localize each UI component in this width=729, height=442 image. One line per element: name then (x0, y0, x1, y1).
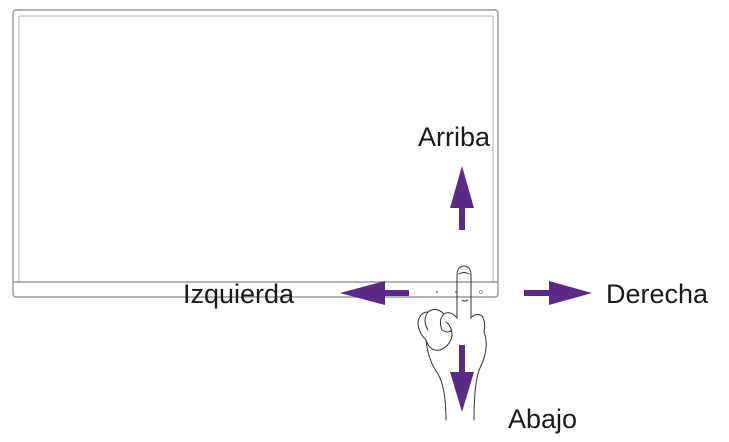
label-right: Derecha (606, 279, 709, 309)
label-down: Abajo (508, 404, 578, 434)
bezel-buttons (435, 289, 483, 294)
arrow-down-icon (450, 345, 474, 412)
monitor-icon (12, 9, 499, 298)
power-button (478, 289, 483, 294)
bezel-button (435, 290, 439, 294)
arrow-left-icon (340, 281, 409, 305)
arrow-up-icon (450, 166, 474, 230)
label-left: Izquierda (183, 279, 295, 309)
arrow-right-icon (524, 281, 592, 305)
pointing-hand-icon (417, 265, 487, 421)
label-up: Arriba (418, 122, 491, 152)
